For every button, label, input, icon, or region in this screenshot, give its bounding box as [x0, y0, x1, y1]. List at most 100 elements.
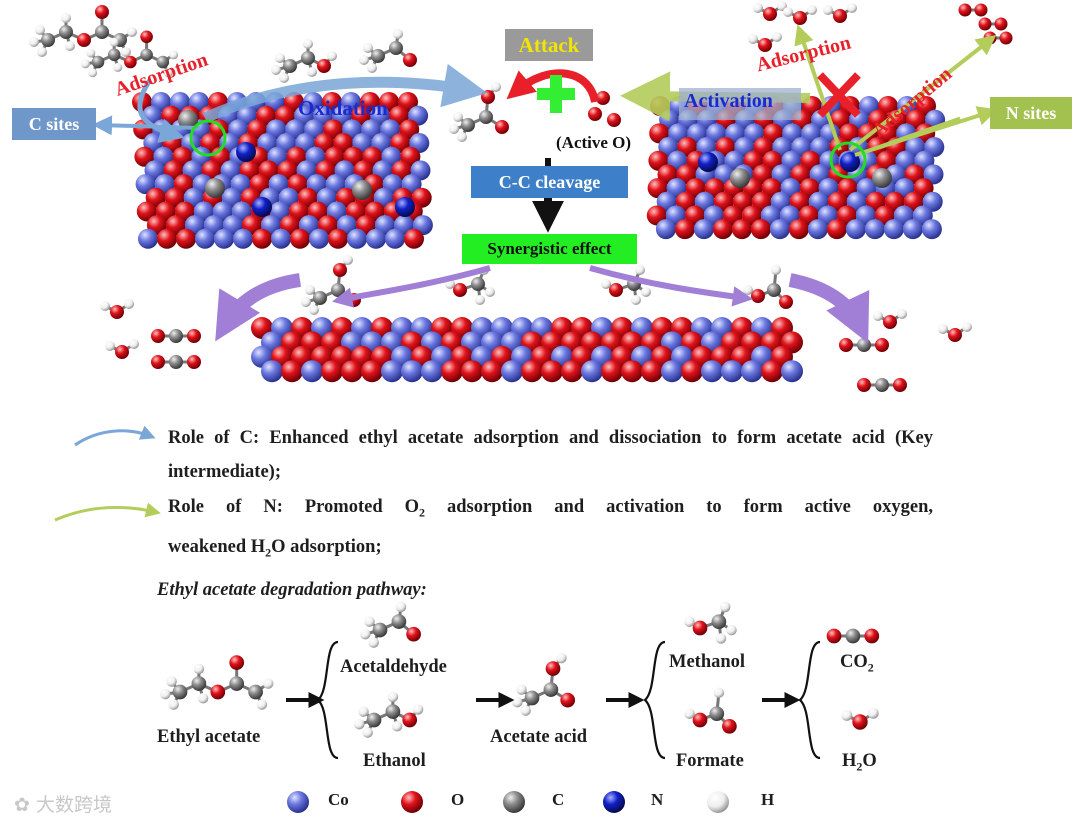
n-atom [236, 142, 256, 162]
h-atom [327, 51, 337, 61]
c-atom [331, 283, 345, 297]
o-atom [864, 628, 880, 644]
co-atom [501, 360, 523, 383]
synergistic-label: Synergistic effect [487, 239, 612, 258]
o-atom [481, 360, 503, 383]
legend-sphere-o [401, 791, 423, 813]
co-atom [701, 360, 723, 383]
co-atom [135, 174, 156, 195]
h-atom [772, 32, 782, 42]
c-atom [872, 168, 892, 188]
h-atom [65, 41, 75, 51]
o-atom [883, 315, 897, 329]
o-atom [974, 3, 988, 17]
h-atom [684, 708, 695, 719]
o-atom [187, 329, 201, 343]
o-atom [77, 33, 91, 47]
o-atom [545, 661, 561, 676]
o-atom [187, 355, 201, 369]
c-atom [313, 291, 327, 305]
c-atom [471, 277, 485, 291]
c-atom [875, 378, 889, 392]
h-atom [783, 7, 793, 17]
co-atom [845, 219, 866, 240]
c-atom [389, 41, 403, 55]
h-atom [684, 616, 695, 627]
o-atom [328, 228, 348, 249]
h-atom [354, 718, 365, 730]
h-atom [256, 699, 268, 710]
h-atom [127, 27, 137, 37]
o-atom [453, 283, 467, 297]
o-atom [852, 714, 868, 730]
co2-label: CO2 [840, 652, 874, 675]
co-atom [271, 228, 291, 249]
o-atom [361, 360, 383, 383]
synergistic-box [462, 234, 637, 264]
h-atom [160, 688, 171, 700]
c-sites-pointer [92, 115, 201, 136]
h-atom [105, 341, 115, 351]
h-atom [35, 25, 45, 35]
o-atom [948, 328, 962, 342]
co-atom [807, 219, 828, 240]
co-atom [921, 219, 942, 240]
h-atom [395, 601, 407, 613]
o-atom [758, 38, 772, 52]
h-atom [307, 67, 317, 77]
o-atom [281, 360, 303, 383]
o-atom [609, 283, 623, 297]
h-atom [715, 633, 727, 644]
c-atom [91, 55, 105, 69]
legend-sphere-h [707, 791, 729, 813]
h-atom [368, 637, 379, 648]
oxidation-arrow [202, 63, 488, 124]
o-atom [674, 219, 695, 240]
o-atom [560, 692, 576, 708]
co-atom [366, 228, 386, 249]
co-atom [781, 360, 803, 383]
purple-arrow-left-outer [215, 273, 302, 342]
arrows-purple [215, 265, 870, 344]
h-atom [516, 684, 527, 695]
h-atom [301, 297, 311, 307]
o-atom [875, 338, 889, 352]
h2o-label: H2O [842, 751, 877, 774]
c-atom [229, 676, 245, 691]
o-atom [290, 228, 310, 249]
c-atom [59, 25, 73, 39]
o-atom [692, 620, 708, 636]
h-atom [262, 678, 274, 689]
h-atom [867, 707, 879, 719]
c-atom [479, 110, 493, 124]
h-atom [29, 37, 39, 47]
c-atom [301, 51, 315, 65]
n-atom [698, 152, 718, 172]
h-atom [271, 65, 281, 75]
oxidation-label: Oxidation [298, 96, 388, 120]
c-atom [767, 283, 781, 297]
h-atom [37, 47, 47, 57]
c-atom [543, 682, 559, 697]
o-atom [958, 3, 972, 17]
h-atom [520, 705, 531, 716]
o-atom [341, 360, 363, 383]
co-atom [655, 219, 676, 240]
h-atom [512, 696, 523, 708]
co-atom [233, 228, 253, 249]
o-atom [722, 718, 737, 734]
c-atom [730, 168, 750, 188]
h-atom [309, 305, 319, 315]
c-atom [461, 118, 475, 132]
co-atom [883, 219, 904, 240]
h-atom [475, 295, 485, 305]
c-sites-box [12, 108, 96, 140]
h-atom [362, 727, 373, 738]
o-atom [317, 59, 331, 73]
o-atom [601, 360, 623, 383]
blocked-x-icon [817, 72, 861, 118]
h-atom [124, 299, 134, 309]
h-atom [412, 704, 424, 715]
h-atom [719, 601, 731, 613]
c-atom [845, 628, 861, 644]
